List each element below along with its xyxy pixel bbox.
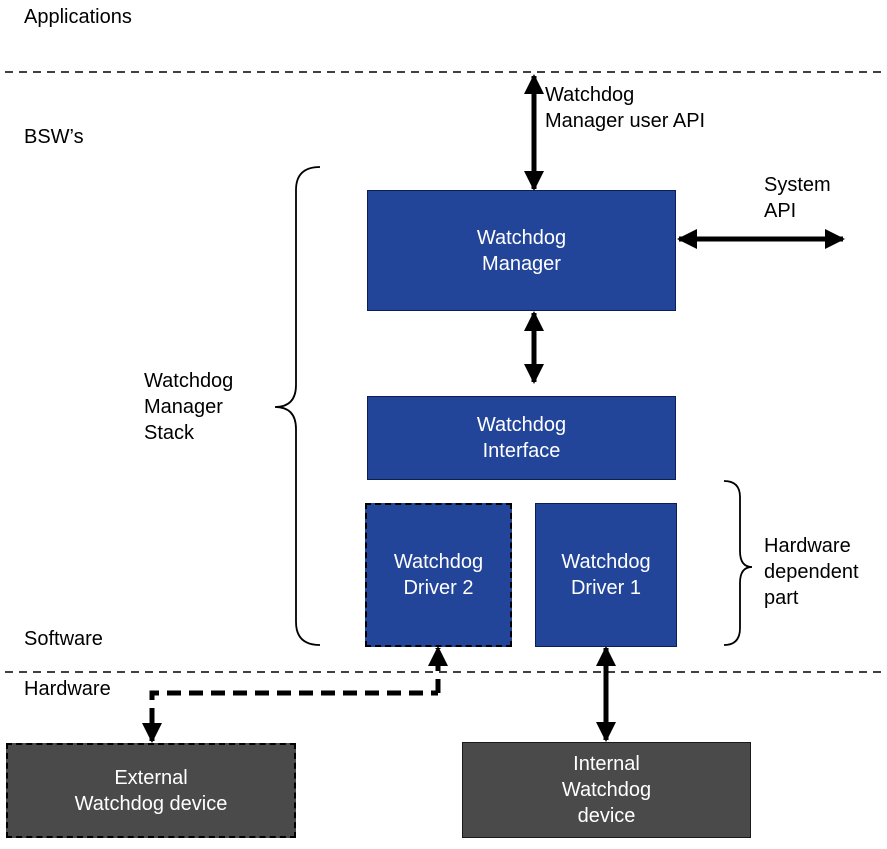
watchdog-driver1-box: Watchdog Driver 1 (535, 503, 677, 647)
watchdog-manager-box: Watchdog Manager (367, 190, 676, 311)
watchdog-interface-line2: Interface (482, 440, 561, 462)
watchdog-driver1-line1: Watchdog (561, 551, 651, 573)
watchdog-manager-line2: Manager (482, 252, 561, 275)
stack-label-line2: Manager (144, 396, 223, 418)
system-api-label: System API (764, 172, 831, 224)
system-api-label-line2: API (764, 200, 797, 222)
watchdog-manager-line1: Watchdog (476, 226, 567, 249)
user-api-label: Watchdog Manager user API (545, 82, 705, 134)
watchdog-driver1-line2: Driver 1 (570, 577, 641, 599)
system-api-label-line1: System (764, 174, 831, 196)
internal-device-line2: Watchdog (561, 779, 652, 801)
internal-watchdog-device-box: Internal Watchdog device (462, 742, 751, 838)
bsws-layer-label: BSW’s (24, 126, 84, 148)
watchdog-driver2-box: Watchdog Driver 2 (365, 503, 512, 647)
hardware-dependent-label-line1: Hardware (764, 535, 851, 557)
watchdog-driver2-line1: Watchdog (393, 551, 484, 573)
hardware-dependent-brace (723, 480, 753, 646)
hardware-dependent-label-line2: dependent (764, 561, 859, 583)
stack-label-line1: Watchdog (144, 370, 234, 392)
user-api-label-line1: Watchdog (545, 84, 635, 106)
watchdog-interface-box: Watchdog Interface (367, 396, 676, 480)
internal-device-line1: Internal (573, 753, 640, 775)
hardware-dependent-label: Hardware dependent part (764, 533, 859, 611)
external-device-connector (149, 690, 438, 722)
stack-brace (274, 166, 321, 646)
software-layer-label: Software (24, 628, 103, 650)
watchdog-interface-line1: Watchdog (476, 414, 567, 436)
watchdog-driver2-line2: Driver 2 (403, 577, 474, 599)
applications-layer-label: Applications (24, 6, 132, 28)
external-device-line2: Watchdog device (74, 792, 228, 815)
hardware-dependent-label-line3: part (764, 587, 799, 609)
external-device-line1: External (114, 766, 188, 789)
internal-device-line3: device (577, 805, 636, 827)
stack-label-line3: Stack (144, 422, 195, 444)
hardware-layer-label: Hardware (24, 678, 111, 700)
external-watchdog-device-box: External Watchdog device (6, 743, 296, 838)
stack-label: Watchdog Manager Stack (144, 368, 233, 446)
user-api-label-line2: Manager user API (545, 110, 706, 132)
